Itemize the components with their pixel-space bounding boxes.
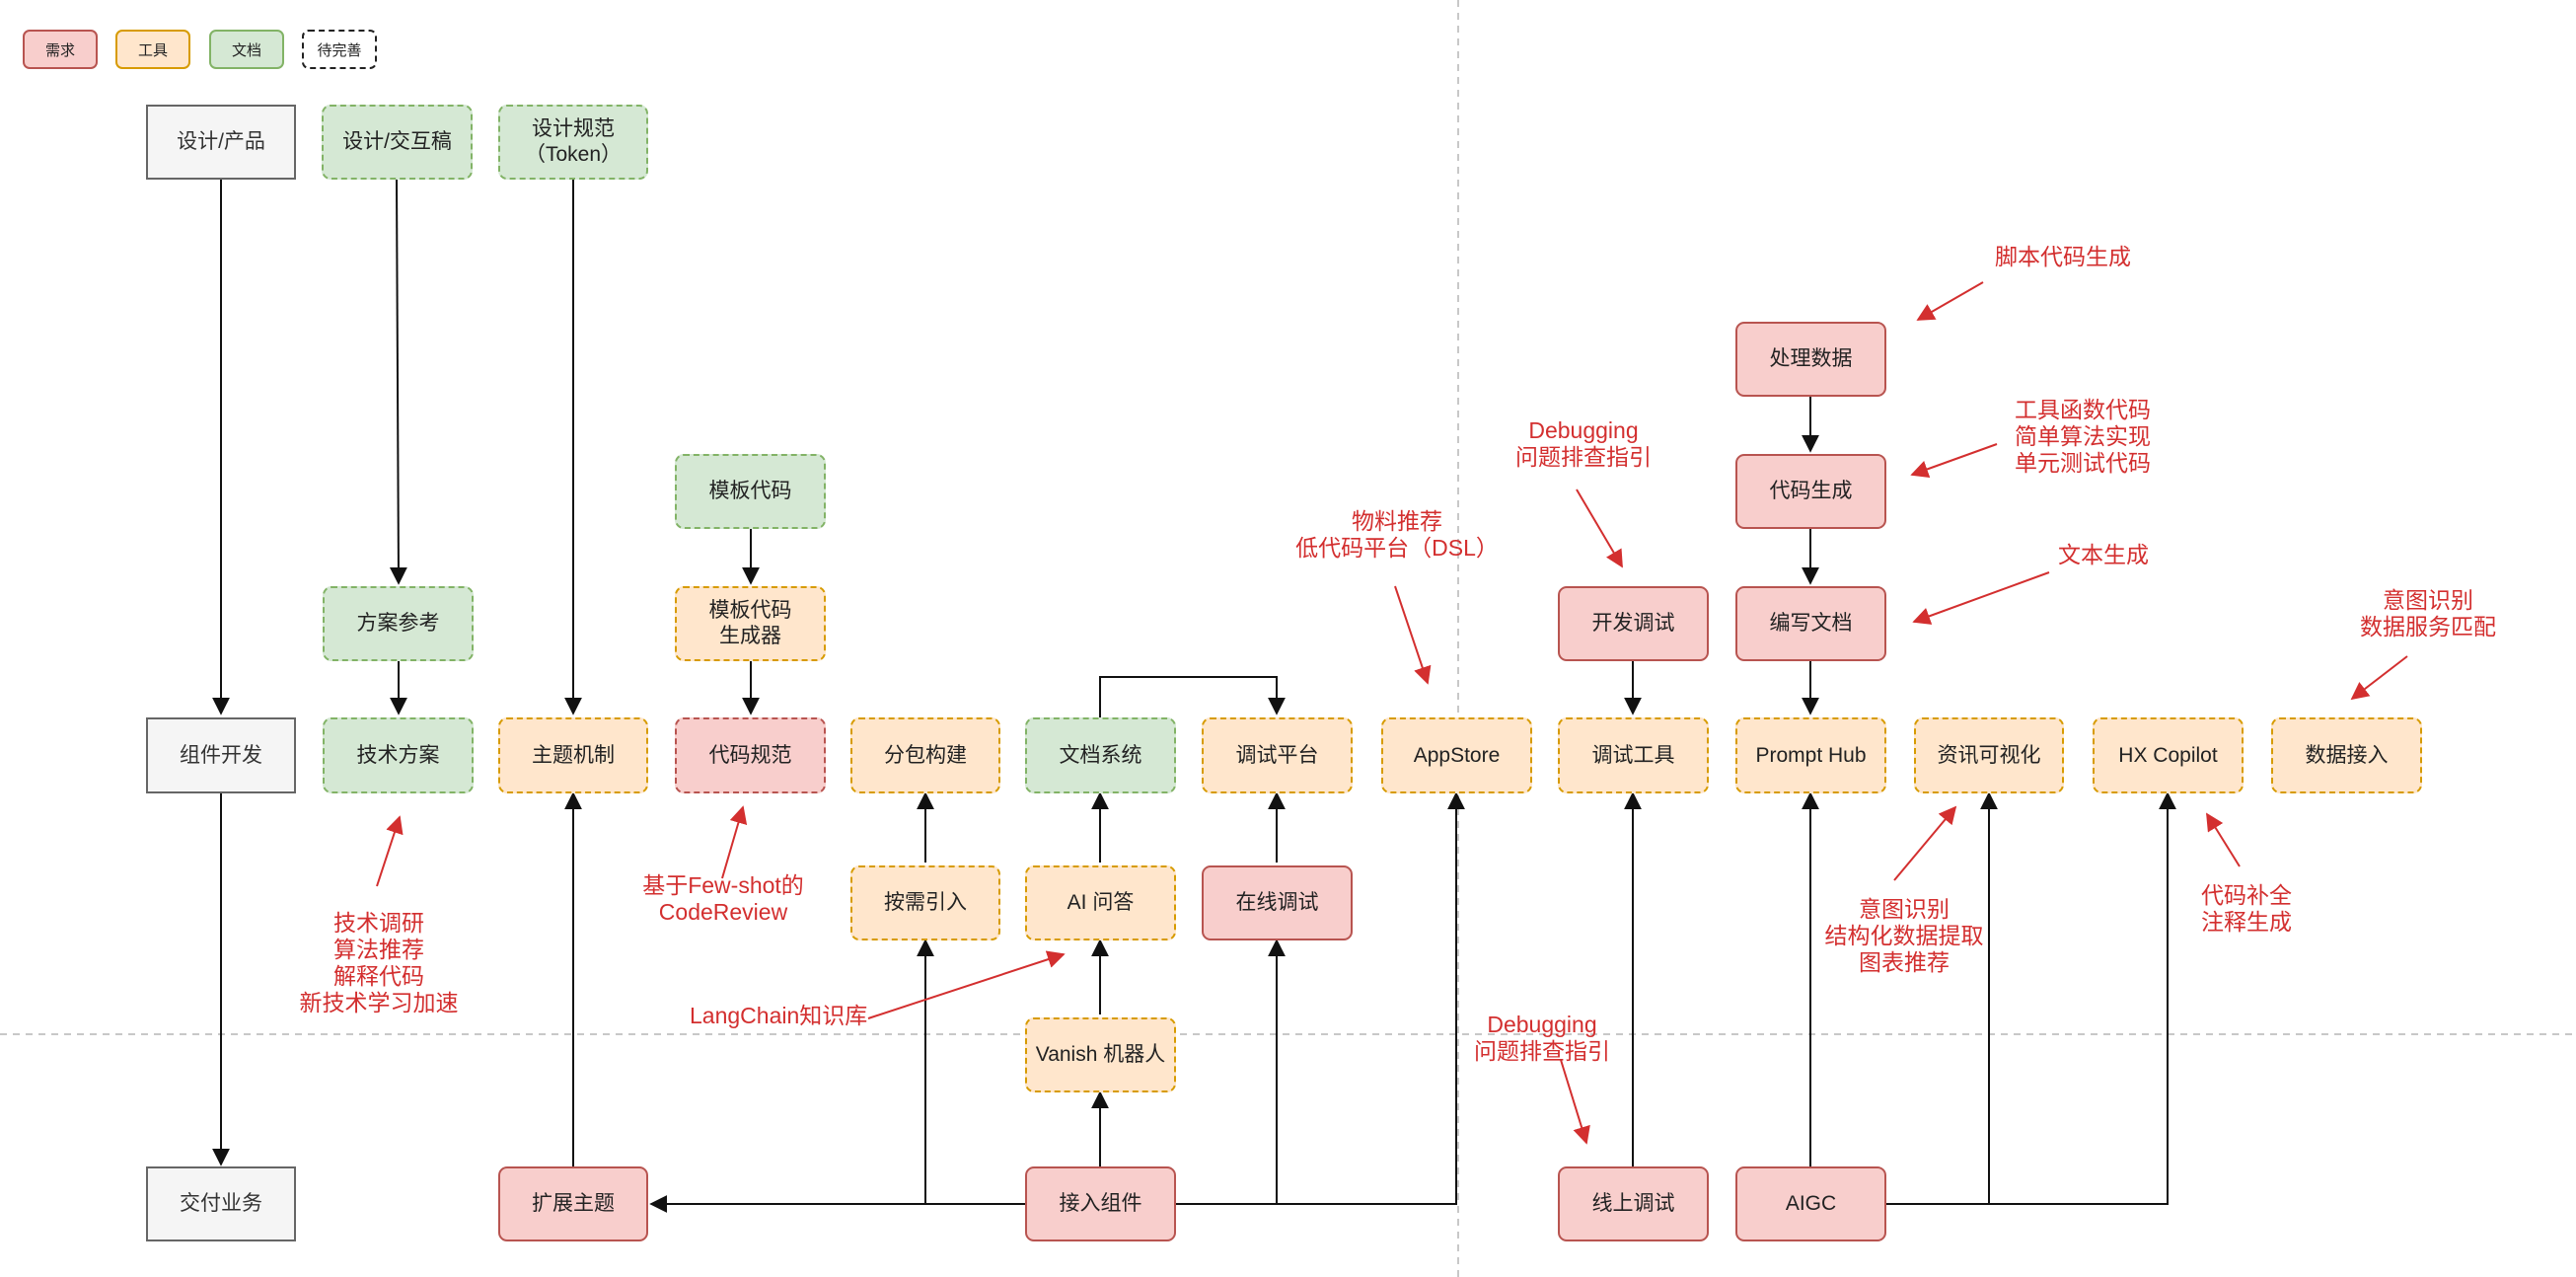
node-write-docs[interactable]: 编写文档: [1735, 586, 1886, 661]
anno-arrow-intent-vis: [1893, 805, 1957, 881]
stage-delivery[interactable]: 交付业务: [146, 1166, 296, 1241]
annotation-code-complete: 代码补全 注释生成: [2201, 882, 2292, 935]
anno-arrow-intent-data: [2350, 655, 2408, 701]
node-plan-ref[interactable]: 方案参考: [323, 586, 474, 661]
legend-todo: 待完善: [302, 30, 377, 69]
annotation-text-gen: 文本生成: [2058, 542, 2149, 567]
node-template-code[interactable]: 模板代码: [675, 454, 826, 529]
annotation-debugging-bottom: Debugging 问题排查指引: [1474, 1012, 1610, 1064]
node-vanish-bot[interactable]: Vanish 机器人: [1025, 1017, 1176, 1092]
annotation-intent-data: 意图识别 数据服务匹配: [2360, 587, 2496, 639]
anno-arrow-debugging-top: [1576, 488, 1623, 568]
node-code-spec[interactable]: 代码规范: [675, 717, 826, 793]
annotation-tech-research: 技术调研 算法推荐 解释代码 新技术学习加速: [299, 910, 459, 1015]
node-dev-debug[interactable]: 开发调试: [1558, 586, 1709, 661]
legend-need: 需求: [23, 30, 98, 69]
node-code-gen[interactable]: 代码生成: [1735, 454, 1886, 529]
node-access-comp[interactable]: 接入组件: [1025, 1166, 1176, 1241]
node-online-debug[interactable]: 在线调试: [1202, 865, 1353, 940]
anno-arrow-debugging-bottom: [1560, 1059, 1590, 1145]
node-appstore[interactable]: AppStore: [1381, 717, 1532, 793]
anno-arrow-tool-func: [1910, 443, 1998, 478]
annotation-material: 物料推荐 低代码平台（DSL）: [1295, 508, 1499, 561]
node-tech-plan[interactable]: 技术方案: [323, 717, 474, 793]
node-data-access[interactable]: 数据接入: [2271, 717, 2422, 793]
edge-aigc-to-info-vis: [1885, 791, 1998, 1205]
node-doc-system[interactable]: 文档系统: [1025, 717, 1176, 793]
node-on-demand[interactable]: 按需引入: [850, 865, 1000, 940]
node-theme-mech[interactable]: 主题机制: [498, 717, 648, 793]
node-info-vis[interactable]: 资讯可视化: [1914, 717, 2064, 793]
stage-dev[interactable]: 组件开发: [146, 717, 296, 793]
node-prompt-hub[interactable]: Prompt Hub: [1735, 717, 1886, 793]
stage-design[interactable]: 设计/产品: [146, 105, 296, 180]
legend-tool: 工具: [115, 30, 190, 69]
anno-arrow-fewshot: [721, 805, 748, 879]
edge-access-comp-to-online-debug: [1175, 939, 1286, 1205]
edge-aigc-to-hx-copilot: [1989, 791, 2176, 1205]
anno-arrow-code-complete: [2206, 812, 2241, 867]
legend-doc: 文档: [209, 30, 284, 69]
node-template-gen[interactable]: 模板代码 生成器: [675, 586, 826, 661]
node-pkg-build[interactable]: 分包构建: [850, 717, 1000, 793]
annotation-script-gen: 脚本代码生成: [1995, 244, 2131, 269]
node-extend-theme[interactable]: 扩展主题: [498, 1166, 648, 1241]
node-debug-platform[interactable]: 调试平台: [1202, 717, 1353, 793]
node-design-spec[interactable]: 设计规范 （Token）: [498, 105, 648, 180]
annotation-langchain: LangChain知识库: [690, 1003, 868, 1028]
annotation-intent-vis: 意图识别 结构化数据提取 图表推荐: [1824, 896, 1984, 975]
anno-arrow-script-gen: [1916, 281, 1984, 321]
anno-arrow-tech-research: [376, 815, 404, 887]
annotation-tool-func: 工具函数代码 简单算法实现 单元测试代码: [2015, 397, 2151, 476]
anno-arrow-langchain: [867, 950, 1066, 1019]
node-hx-copilot[interactable]: HX Copilot: [2093, 717, 2244, 793]
annotation-fewshot: 基于Few-shot的 CodeReview: [642, 872, 804, 925]
node-ai-qa[interactable]: AI 问答: [1025, 865, 1176, 940]
node-process-data[interactable]: 处理数据: [1735, 322, 1886, 397]
edge-access-comp-to-appstore: [1277, 791, 1465, 1205]
node-dev-tools[interactable]: 调试工具: [1558, 717, 1709, 793]
node-online-debugging[interactable]: 线上调试: [1558, 1166, 1709, 1241]
edge-design-draft-to-plan-ref: [389, 179, 407, 585]
annotation-debugging-top: Debugging 问题排查指引: [1515, 417, 1652, 470]
anno-arrow-text-gen: [1912, 571, 2050, 625]
anno-arrow-material: [1394, 585, 1432, 685]
node-aigc[interactable]: AIGC: [1735, 1166, 1886, 1241]
edge-doc-system-to-debug-platform: [1099, 676, 1286, 717]
node-design-draft[interactable]: 设计/交互稿: [322, 105, 473, 180]
